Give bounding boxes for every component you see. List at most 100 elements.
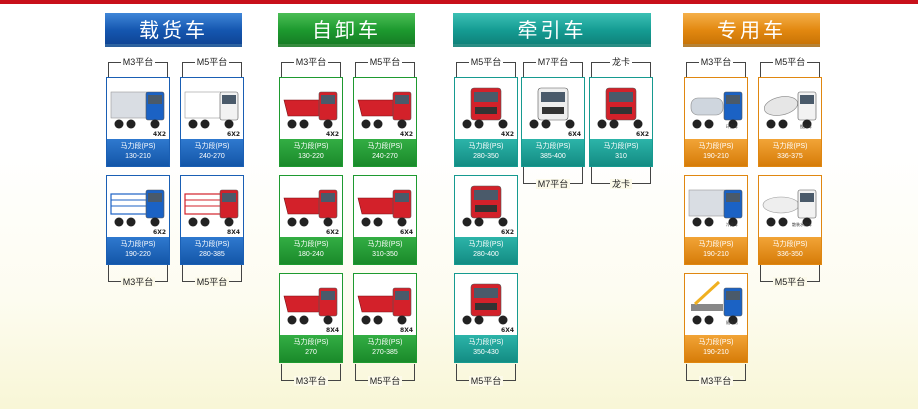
platform-label: M3平台 [120, 277, 156, 287]
horsepower-label: 马力段(PS) [535, 143, 571, 150]
horsepower-label: 马力段(PS) [194, 241, 230, 248]
category-header-dump[interactable]: 自卸车 [278, 13, 415, 47]
horsepower-range: 240-270 [372, 153, 398, 160]
horsepower-range: 385-400 [540, 153, 566, 160]
axle-config-label: 4X2 [400, 131, 413, 138]
vehicle-type-tag: 环卫车 [726, 124, 738, 129]
platform-bracket-top: 龙卡 [589, 57, 653, 79]
truck-photo[interactable]: 6X2 [107, 176, 169, 237]
truck-photo[interactable]: 8X4 [280, 274, 342, 335]
horsepower-label: 马力段(PS) [120, 143, 156, 150]
truck-photo[interactable]: 6X2 [455, 176, 517, 237]
truck-card[interactable]: 环卫车马力段(PS)190-210 [684, 77, 748, 167]
platform-bracket-bottom: 龙卡 [589, 167, 653, 189]
platform-bracket-bottom: M5平台 [454, 364, 518, 386]
axle-config-label: 8X4 [227, 229, 240, 236]
truck-photo[interactable]: 4X2 [455, 78, 517, 139]
platform-bracket-top: M5平台 [353, 57, 417, 79]
platform-bracket-bottom: M7平台 [521, 167, 585, 189]
truck-photo[interactable]: 6X4 [354, 176, 416, 237]
platform-label: M3平台 [293, 57, 329, 67]
truck-photo[interactable]: 6X4 [455, 274, 517, 335]
category-header-cargo[interactable]: 载货车 [105, 13, 242, 47]
horsepower-label: 马力段(PS) [367, 143, 403, 150]
truck-card[interactable]: 8X4 马力段(PS) 270 [279, 273, 343, 363]
truck-card[interactable]: 随车吊马力段(PS)190-210 [684, 273, 748, 363]
horsepower-label: 马力段(PS) [293, 241, 329, 248]
horsepower-info: 马力段(PS)310-350 [354, 237, 416, 264]
category-header-tractor[interactable]: 牵引车 [453, 13, 651, 47]
horsepower-info: 马力段(PS) 336-350 [759, 237, 821, 264]
platform-bracket-bottom: M3平台 [684, 364, 748, 386]
horsepower-info: 马力段(PS)280-350 [455, 139, 517, 166]
truck-photo[interactable]: 4X2 [280, 78, 342, 139]
horsepower-range: 280-385 [199, 251, 225, 258]
platform-label: M5平台 [772, 277, 808, 287]
truck-photo[interactable]: 冷藏车 [685, 176, 747, 237]
truck-photo[interactable]: 搅拌车 [759, 78, 821, 139]
platform-label: 龙卡 [609, 57, 632, 67]
category-header-special[interactable]: 专用车 [683, 13, 820, 47]
axle-config-label: 6X4 [400, 229, 413, 236]
truck-photo[interactable]: 6X2 [280, 176, 342, 237]
platform-label: M5平台 [367, 376, 403, 386]
truck-photo[interactable]: 6X4 [522, 78, 584, 139]
horsepower-info: 马力段(PS)180-240 [280, 237, 342, 264]
truck-card[interactable]: 4X2 马力段(PS) 240-270 [353, 77, 417, 167]
platform-bracket-top: M3平台 [279, 57, 343, 79]
platform-label: M3平台 [698, 376, 734, 386]
horsepower-range: 190-210 [703, 153, 729, 160]
truck-photo[interactable]: 环卫车 [685, 78, 747, 139]
truck-photo[interactable]: 随车吊 [685, 274, 747, 335]
truck-photo[interactable]: 8X4 [354, 274, 416, 335]
platform-bracket-top: M5平台 [180, 57, 244, 79]
truck-photo[interactable]: 6X2 [181, 78, 243, 139]
horsepower-range: 336-350 [777, 251, 803, 258]
horsepower-range: 270 [305, 349, 317, 356]
platform-label: M3平台 [698, 57, 734, 67]
vehicle-type-tag: 搅拌车 [800, 124, 812, 129]
horsepower-info: 马力段(PS)310 [590, 139, 652, 166]
truck-card[interactable]: 冷藏车马力段(PS)190-210 [684, 175, 748, 265]
axle-config-label: 8X4 [400, 327, 413, 334]
platform-bracket-top: M3平台 [106, 57, 170, 79]
platform-bracket-top: M5平台 [758, 57, 822, 79]
axle-config-label: 6X2 [636, 131, 649, 138]
axle-config-label: 6X4 [568, 131, 581, 138]
horsepower-label: 马力段(PS) [698, 339, 734, 346]
horsepower-info: 马力段(PS) 270 [280, 335, 342, 362]
horsepower-info: 马力段(PS) 385-400 [522, 139, 584, 166]
horsepower-label: 马力段(PS) [772, 241, 808, 248]
truck-card[interactable]: 搅拌车马力段(PS)336-375 [758, 77, 822, 167]
truck-card[interactable]: 8X4 马力段(PS) 280-385 [180, 175, 244, 265]
axle-config-label: 6X2 [501, 229, 514, 236]
truck-photo[interactable]: 6X2 [590, 78, 652, 139]
truck-card[interactable]: 6X4 马力段(PS) 385-400 [521, 77, 585, 167]
platform-bracket-bottom: M5平台 [353, 364, 417, 386]
truck-photo[interactable]: 4X2 [354, 78, 416, 139]
horsepower-info: 马力段(PS)336-375 [759, 139, 821, 166]
truck-card[interactable]: 散装水泥车马力段(PS) 336-350 [758, 175, 822, 265]
horsepower-label: 马力段(PS) [293, 339, 329, 346]
horsepower-info: 马力段(PS)130-220 [280, 139, 342, 166]
platform-bracket-bottom: M5平台 [758, 265, 822, 287]
horsepower-range: 130-220 [298, 153, 324, 160]
horsepower-range: 350-430 [473, 349, 499, 356]
truck-photo[interactable]: 8X4 [181, 176, 243, 237]
platform-bracket-top: M7平台 [521, 57, 585, 79]
horsepower-label: 马力段(PS) [120, 241, 156, 248]
truck-photo[interactable]: 散装水泥车 [759, 176, 821, 237]
horsepower-range: 280-400 [473, 251, 499, 258]
truck-photo[interactable]: 4X2 [107, 78, 169, 139]
